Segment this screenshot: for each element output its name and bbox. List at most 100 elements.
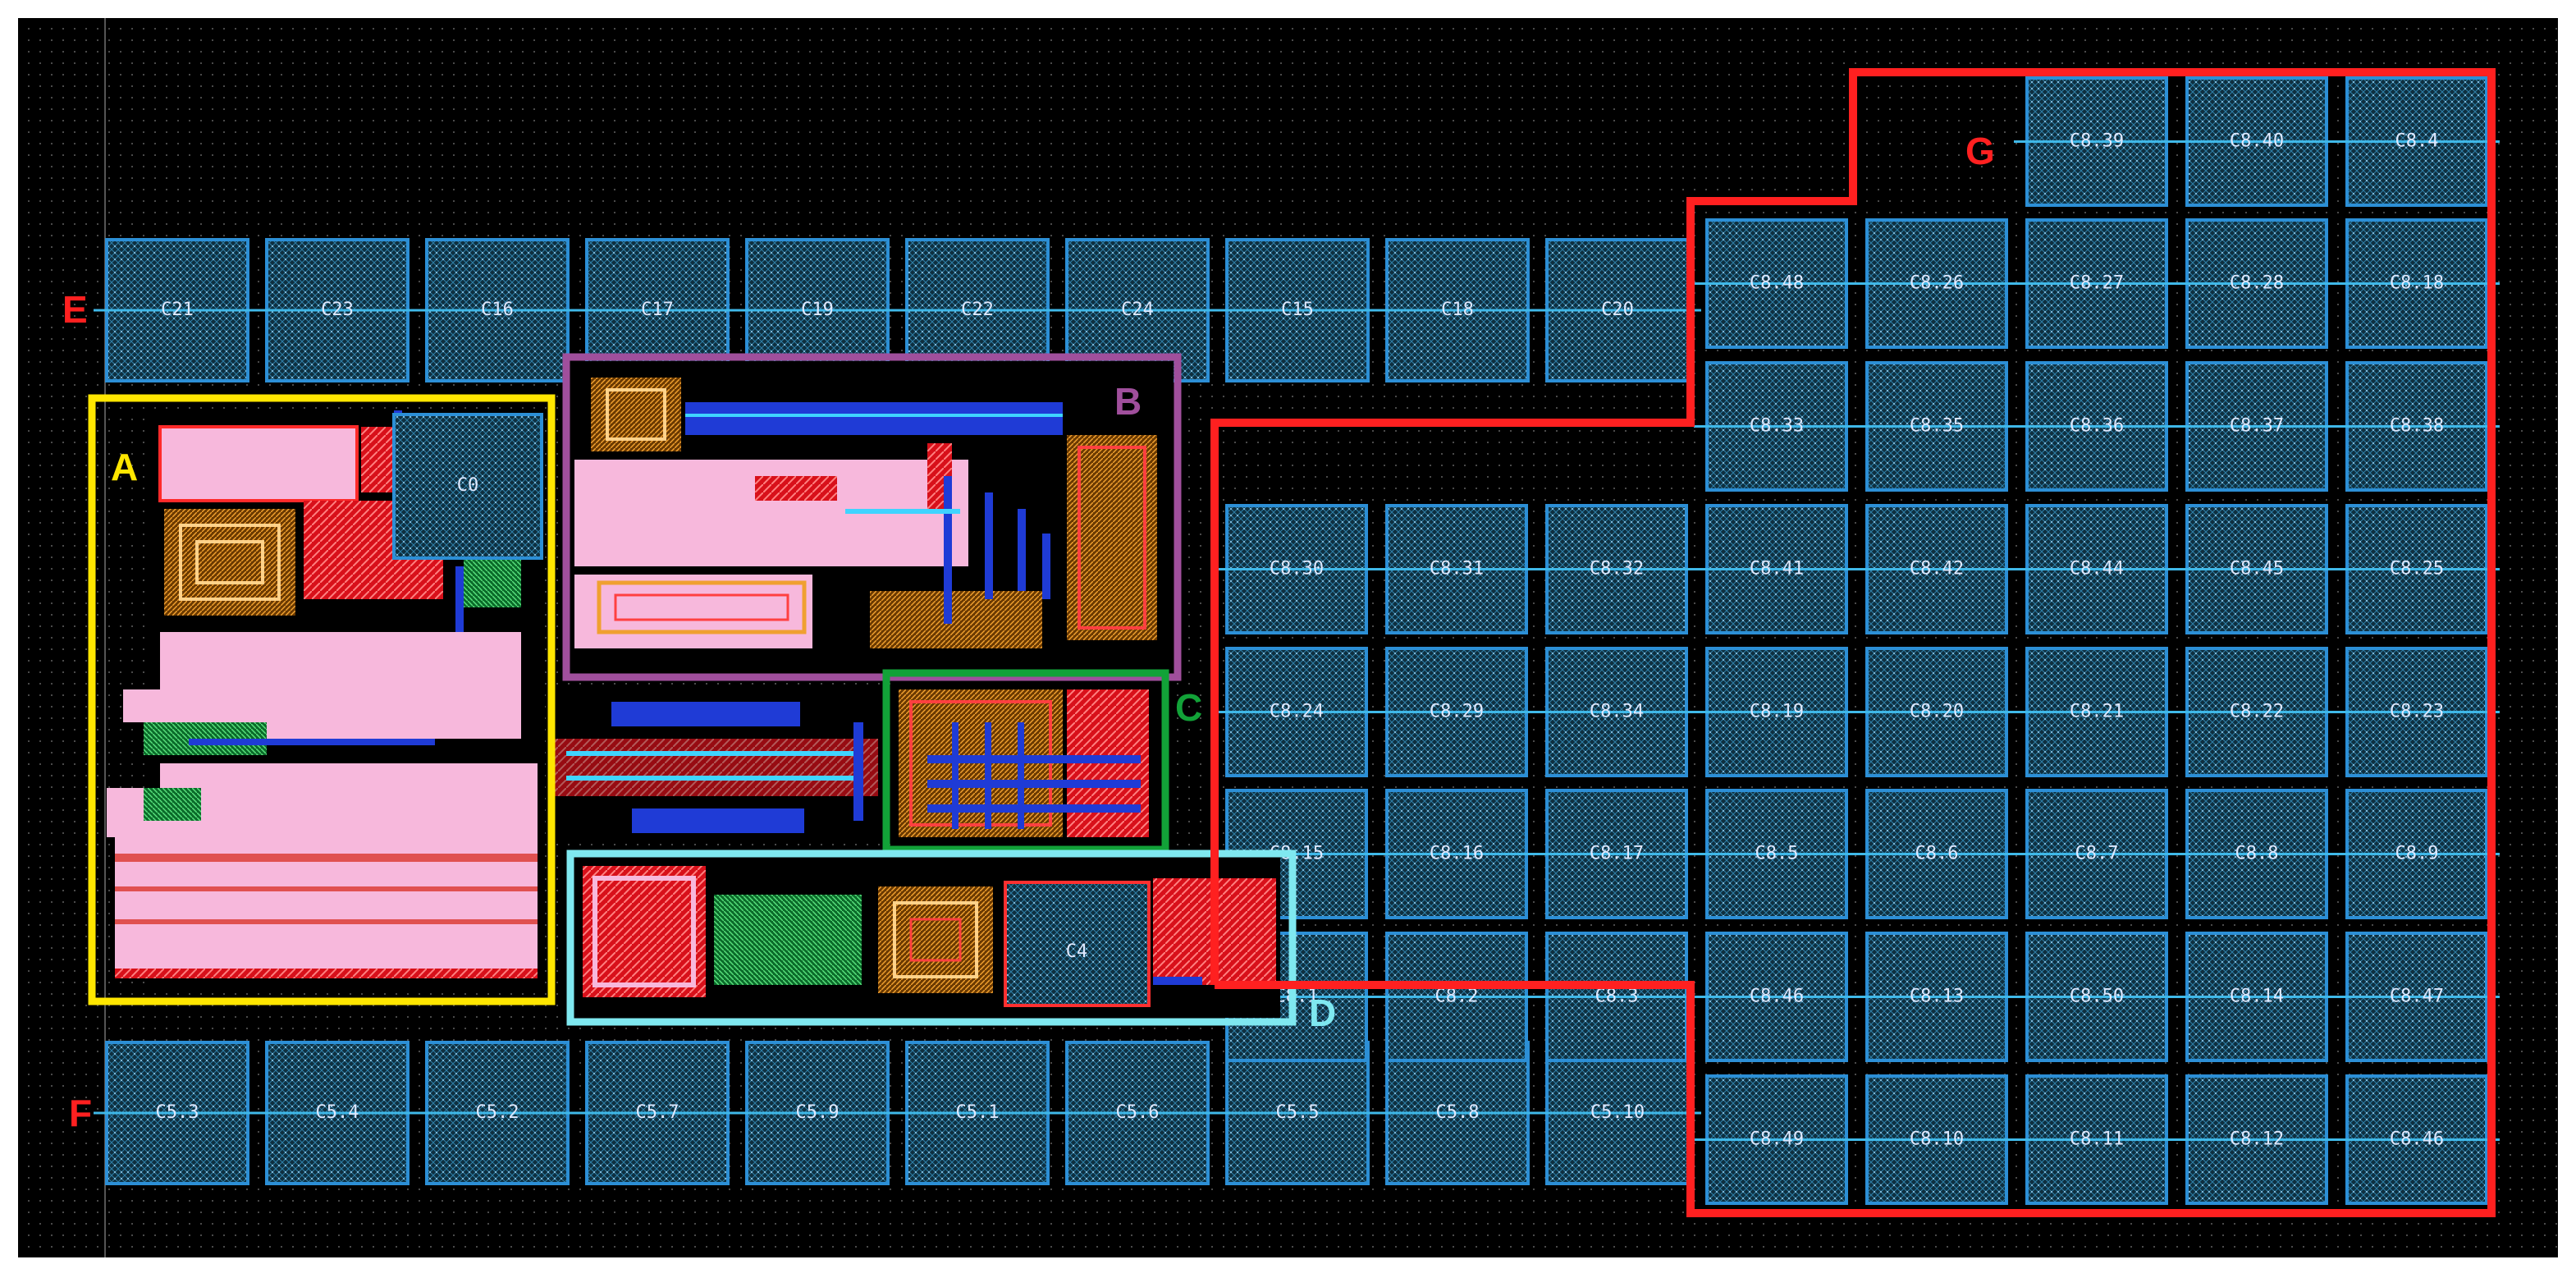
- capacitor-label: C5.5: [1276, 1102, 1320, 1123]
- capacitor-cell: C8.49: [1694, 1074, 1860, 1205]
- capacitor-cell: C8.25: [2334, 504, 2500, 634]
- capacitor-cell: C8.2: [1374, 932, 1540, 1062]
- capacitor-cell: C8.22: [2174, 647, 2340, 777]
- capacitor-cell: C8.5: [1694, 789, 1860, 919]
- capacitor-cell: C8.23: [2334, 647, 2500, 777]
- capacitor-label: C8.42: [1910, 559, 1964, 579]
- capacitor-cell: C8.16: [1374, 789, 1540, 919]
- capacitor-label: C8.4: [2395, 131, 2439, 152]
- capacitor-label: C24: [1121, 300, 1154, 320]
- capacitor-label: C8.34: [1590, 702, 1644, 722]
- capacitor-label: C8.40: [2230, 131, 2284, 152]
- capacitor-label: C5.1: [956, 1102, 1000, 1123]
- capacitor-label: C8.3: [1595, 987, 1639, 1007]
- capacitor-cell: C8.39: [2014, 76, 2180, 207]
- capacitor-label: C8.1: [1275, 987, 1319, 1007]
- capacitor-label: C8.16: [1430, 844, 1484, 864]
- capacitor-label: C8.5: [1755, 844, 1799, 864]
- capacitor-cell: C8.41: [1694, 504, 1860, 634]
- capacitor-cell: C8.14: [2174, 932, 2340, 1062]
- capacitor-label: C18: [1441, 300, 1474, 320]
- capacitor-label: C8.24: [1270, 702, 1324, 722]
- block-d-cap-label: C4: [1066, 941, 1088, 962]
- region-d-label: D: [1309, 992, 1336, 1034]
- block-d-circuit: C4: [574, 854, 1280, 1018]
- capacitor-cell: C8.17: [1534, 789, 1700, 919]
- capacitor-label: C8.25: [2390, 559, 2444, 579]
- capacitor-label: C8.49: [1750, 1129, 1804, 1150]
- capacitor-label: C8.46: [1750, 987, 1804, 1007]
- capacitor-label: C8.39: [2070, 131, 2124, 152]
- middle-routing: [546, 689, 890, 837]
- region-letters: A B C D E F G: [62, 130, 1995, 1134]
- capacitor-label: C8.26: [1910, 273, 1964, 294]
- capacitor-cell: C8.6: [1854, 789, 2020, 919]
- capacitor-cell: C16: [414, 238, 581, 382]
- capacitor-label: C8.38: [2390, 416, 2444, 437]
- capacitor-cell: C8.34: [1534, 647, 1700, 777]
- region-e-label: E: [62, 288, 88, 331]
- block-a-circuit: C0: [107, 410, 543, 985]
- capacitor-cell: C5.6: [1054, 1041, 1221, 1185]
- capacitor-label: C16: [481, 300, 514, 320]
- capacitor-label: C8.33: [1750, 416, 1804, 437]
- capacitor-cell: C8.38: [2334, 361, 2500, 492]
- capacitor-label: C17: [641, 300, 674, 320]
- capacitor-cell: C8.31: [1374, 504, 1540, 634]
- capacitor-label: C8.18: [2390, 273, 2444, 294]
- capacitor-cell: C20: [1534, 238, 1701, 382]
- capacitor-cell: C8.46: [2334, 1074, 2500, 1205]
- capacitor-label: C8.35: [1910, 416, 1964, 437]
- capacitor-label: C22: [961, 300, 994, 320]
- capacitor-cell: C8.7: [2014, 789, 2180, 919]
- capacitor-cell: C8.10: [1854, 1074, 2020, 1205]
- region-b-label: B: [1114, 380, 1142, 423]
- capacitor-label: C8.2: [1435, 987, 1479, 1007]
- capacitor-label: C8.19: [1750, 702, 1804, 722]
- region-a-outline: [88, 394, 556, 1005]
- capacitor-label: C8.23: [2390, 702, 2444, 722]
- capacitor-label: C8.44: [2070, 559, 2124, 579]
- capacitor-label: C19: [801, 300, 834, 320]
- capacitor-label: C8.31: [1430, 559, 1484, 579]
- capacitor-cell: C5.9: [734, 1041, 901, 1185]
- capacitor-label: C8.46: [2390, 1129, 2444, 1150]
- capacitor-cell: C23: [254, 238, 421, 382]
- capacitor-cell: C15: [1214, 238, 1381, 382]
- capacitor-label: C8.7: [2075, 844, 2119, 864]
- capacitor-cell: C5.1: [894, 1041, 1061, 1185]
- capacitor-cell: C8.48: [1694, 218, 1860, 349]
- capacitor-label: C8.14: [2230, 987, 2284, 1007]
- capacitor-cell: C8.26: [1854, 218, 2020, 349]
- capacitor-cell: C8.40: [2174, 76, 2340, 207]
- capacitor-label: C8.10: [1910, 1129, 1964, 1150]
- capacitor-cell: C8.46: [1694, 932, 1860, 1062]
- capacitor-label: C8.20: [1910, 702, 1964, 722]
- capacitor-cell: C8.19: [1694, 647, 1860, 777]
- capacitor-label: C8.50: [2070, 987, 2124, 1007]
- capacitor-cell: C8.9: [2334, 789, 2500, 919]
- capacitor-label: C5.6: [1116, 1102, 1160, 1123]
- capacitor-cell: C8.20: [1854, 647, 2020, 777]
- capacitor-cell: C8.8: [2174, 789, 2340, 919]
- capacitor-label: C21: [161, 300, 194, 320]
- capacitor-label: C8.11: [2070, 1129, 2124, 1150]
- capacitor-cell: C5.2: [414, 1041, 581, 1185]
- capacitor-cell: C8.33: [1694, 361, 1860, 492]
- capacitor-cell: C18: [1374, 238, 1541, 382]
- capacitor-label: C5.7: [636, 1102, 679, 1123]
- capacitor-label: C8.6: [1915, 844, 1959, 864]
- capacitor-label: C8.22: [2230, 702, 2284, 722]
- capacitor-cell: C8.35: [1854, 361, 2020, 492]
- capacitor-cell: C8.18: [2334, 218, 2500, 349]
- capacitor-cell: C21: [94, 238, 261, 382]
- capacitor-cell: C8.29: [1374, 647, 1540, 777]
- capacitor-label: C8.30: [1270, 559, 1324, 579]
- region-g-label: G: [1965, 130, 1995, 172]
- capacitor-label: C8.27: [2070, 273, 2124, 294]
- capacitor-cell: C8.45: [2174, 504, 2340, 634]
- capacitor-label: C23: [321, 300, 354, 320]
- capacitor-cell: C8.42: [1854, 504, 2020, 634]
